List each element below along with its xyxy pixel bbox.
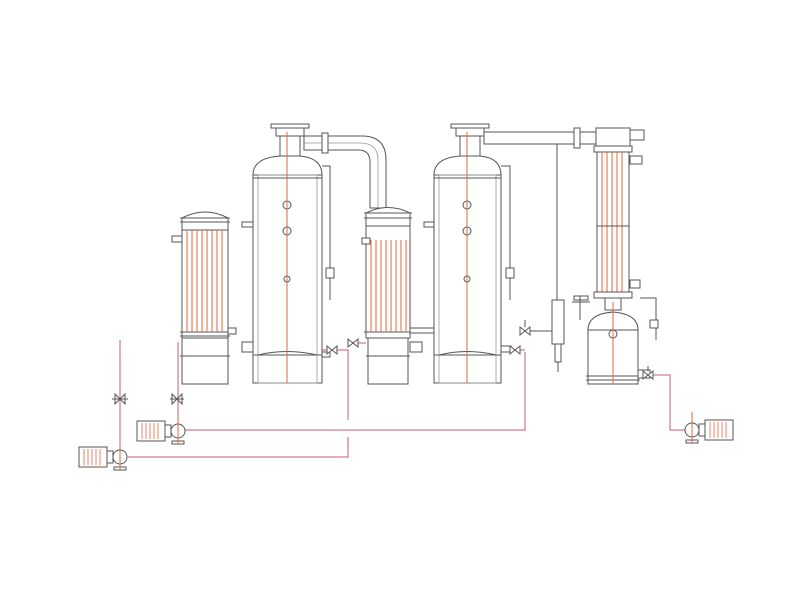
feed-pump-1 <box>78 445 128 471</box>
receiver-tank <box>572 295 659 385</box>
preheater-2 <box>361 207 435 385</box>
pump-3-motor-fins <box>709 422 727 438</box>
evaporator-2 <box>423 123 515 384</box>
discharge-line <box>640 374 692 431</box>
pump1-return-line <box>128 437 349 458</box>
pump-1-motor-fins <box>83 449 101 465</box>
valve-preheater2-inlet <box>347 337 359 349</box>
evap1-bottom-line <box>322 349 349 420</box>
valve-condenser-inlet <box>519 320 552 337</box>
valve-evap1-drain <box>326 344 338 356</box>
preheater-1-tubes <box>186 230 223 332</box>
feed-pump-2 <box>136 419 186 445</box>
valves <box>112 320 654 406</box>
valve-receiver-outlet <box>642 366 654 381</box>
separator-column <box>551 299 565 372</box>
pump-2-motor-fins <box>141 423 159 439</box>
preheater-2-tubes <box>370 240 407 332</box>
valve-evap2-drain <box>509 344 521 356</box>
valve-feed-2 <box>170 392 184 406</box>
discharge-pump <box>684 412 734 444</box>
condenser <box>593 127 645 311</box>
condenser-tubes <box>601 152 623 292</box>
pump2-line <box>185 352 526 431</box>
valve-feed-1 <box>112 392 128 406</box>
evaporator-1 <box>241 123 335 384</box>
vapor-pipe-1 <box>303 132 387 209</box>
preheater-1 <box>171 211 237 385</box>
